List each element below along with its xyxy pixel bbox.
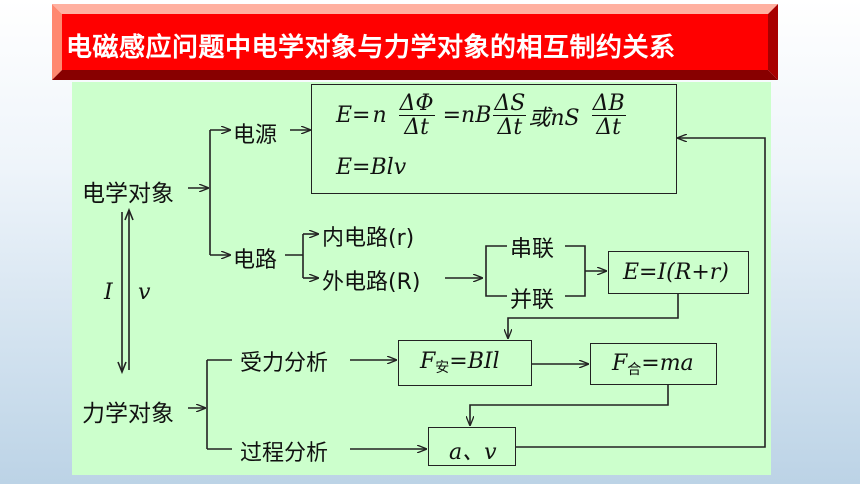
title-banner xyxy=(52,4,778,80)
emf-formula-line2: E=Blv xyxy=(336,155,407,180)
emf-or-ns: 或nS xyxy=(528,105,580,131)
process-analysis-label: 过程分析 xyxy=(240,441,329,466)
ampere-F: F xyxy=(420,349,436,374)
db: ΔB xyxy=(591,91,626,117)
net-force-box xyxy=(590,343,717,385)
dt-3: Δt xyxy=(596,115,621,141)
emf-formula-line1: E= n ΔΦ Δt =nB ΔS Δt 或nS ΔB Δt xyxy=(336,92,626,139)
circuit-label: 电路 xyxy=(233,248,278,273)
ampere-force-text: F安=BIl xyxy=(420,349,500,377)
emf-n: n xyxy=(372,103,387,129)
net-F: F xyxy=(612,351,628,376)
ampere-force-box xyxy=(398,340,532,386)
current-link-label: I xyxy=(104,280,113,305)
net-force-text: F合=ma xyxy=(612,351,694,379)
ohm-law-box xyxy=(608,251,749,294)
force-analysis-label: 受力分析 xyxy=(240,351,329,376)
dt-1: Δt xyxy=(404,115,429,141)
parallel-label: 并联 xyxy=(510,288,555,313)
internal-circuit-label: 内电路(r) xyxy=(322,226,415,251)
net-rhs: =ma xyxy=(641,351,694,376)
series-label: 串联 xyxy=(510,237,555,262)
power-source-label: 电源 xyxy=(233,123,278,148)
db-dt-fraction: ΔB Δt xyxy=(591,91,626,141)
emf-lhs: E= xyxy=(336,103,371,129)
page-title: 电磁感应问题中电学对象与力学对象的相互制约关系 xyxy=(66,33,676,63)
dphi: ΔΦ xyxy=(398,91,435,117)
emf-formula-box xyxy=(311,84,677,194)
kinematics-text: a、v xyxy=(449,440,497,465)
kinematics-box xyxy=(428,427,516,466)
net-sub: 合 xyxy=(627,362,642,378)
ds: ΔS xyxy=(493,91,527,117)
dt-2: Δt xyxy=(497,115,523,141)
ampere-rhs: =BIl xyxy=(449,349,500,374)
emf-eq-nb: =nB xyxy=(442,103,492,129)
electrical-object-label: 电学对象 xyxy=(82,181,174,207)
velocity-link-label: v xyxy=(138,280,151,305)
external-circuit-label: 外电路(R) xyxy=(322,270,421,295)
ds-dt-fraction: ΔS Δt xyxy=(493,91,527,141)
ohm-law-text: E=I(R+r) xyxy=(623,260,729,285)
ampere-sub: 安 xyxy=(435,360,450,376)
mechanical-object-label: 力学对象 xyxy=(82,401,174,427)
dphi-dt-fraction: ΔΦ Δt xyxy=(398,91,435,141)
